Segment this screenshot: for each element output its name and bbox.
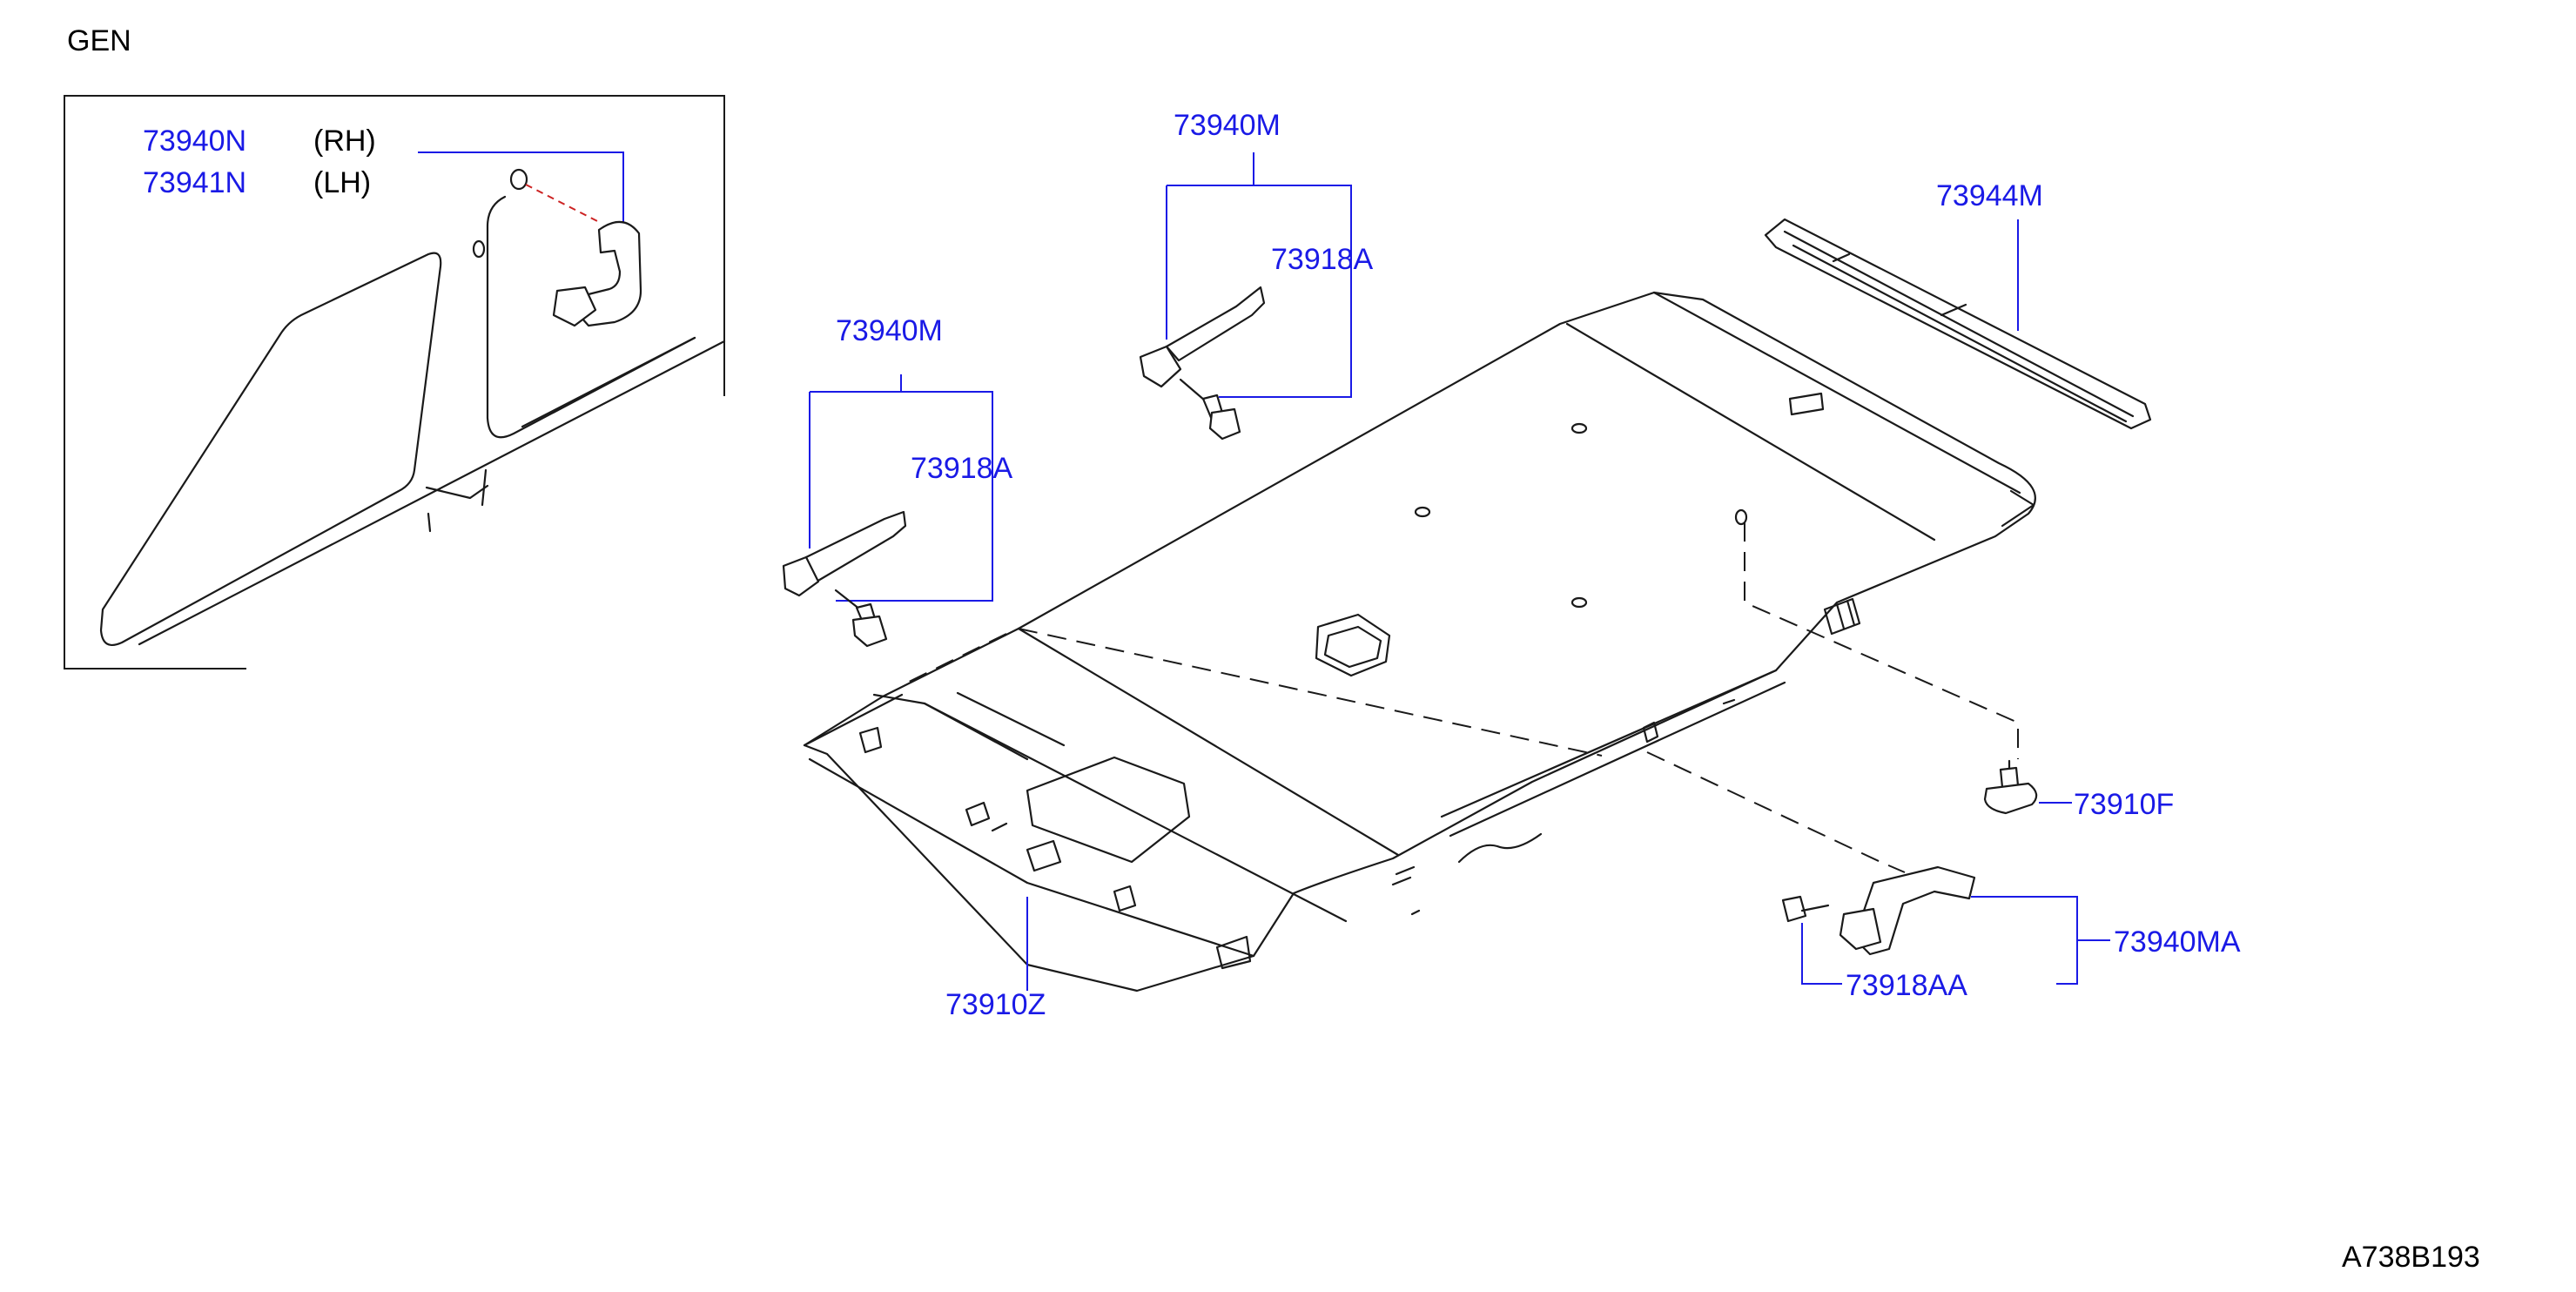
inset-leader [418,151,624,222]
inset-rh-part-number[interactable]: 73940N [143,124,246,158]
inset-frame [64,95,725,670]
grip-center-clip-label[interactable]: 73918A [1271,243,1374,276]
grip-rear-bolt [1781,895,1807,923]
grip-center-handle[interactable] [1165,286,1266,362]
grip-left-assy-label[interactable]: 73940M [836,314,943,347]
pillar-outline [486,195,696,439]
dome-lamp-opening [1315,613,1391,677]
grip-rear-bracket [1971,896,2110,985]
clip-right-group: 73910F [1983,759,2174,821]
headlining-group: 73910Z [803,291,2036,1021]
grip-mount-hole [509,168,528,191]
inset-lh-part-number[interactable]: 73941N [143,166,246,199]
inset-lh-side: (LH) [313,166,371,199]
headlining-guide-right [1744,522,2019,759]
grip-center-group: 73940M 73918A [1139,109,1374,441]
diagram-code: A738B193 [2342,1241,2480,1274]
side-window-outline [99,252,442,646]
headlining-panel[interactable] [803,291,2036,993]
grip-center-bracket [1166,152,1352,398]
headlining-guide-left [1018,628,1603,757]
trim-strip-group: 73944M [1764,179,2152,430]
variant-label: GEN [67,24,131,57]
headlining-guide-rear [1646,751,1906,873]
headlining-label[interactable]: 73910Z [945,988,1046,1021]
inset-panel: 73940N (RH) 73941N (LH) [64,95,726,670]
grip-left-group: 73940M 73918A [782,314,1013,648]
grip-left-clip-label[interactable]: 73918A [911,452,1013,485]
sunroof-recess [1026,756,1191,864]
grip-rear-assy-label[interactable]: 73940MA [2114,925,2241,959]
grip-rear-clip-label[interactable]: 73918AA [1846,969,1967,1002]
grip-rear-group: 73940MA 73918AA [1781,865,2241,1002]
mount-guide-line [525,184,602,224]
inset-rh-side: (RH) [313,124,376,158]
clip-right-part[interactable] [1999,766,2020,789]
trim-strip-label[interactable]: 73944M [1936,179,2043,212]
grip-center-assy-label[interactable]: 73940M [1174,109,1281,142]
grip-rear-clip-leader [1801,923,1842,985]
grip-left-handle[interactable] [804,510,907,583]
clip-right-label[interactable]: 73910F [2074,788,2174,821]
grip-left-bracket [809,374,993,602]
